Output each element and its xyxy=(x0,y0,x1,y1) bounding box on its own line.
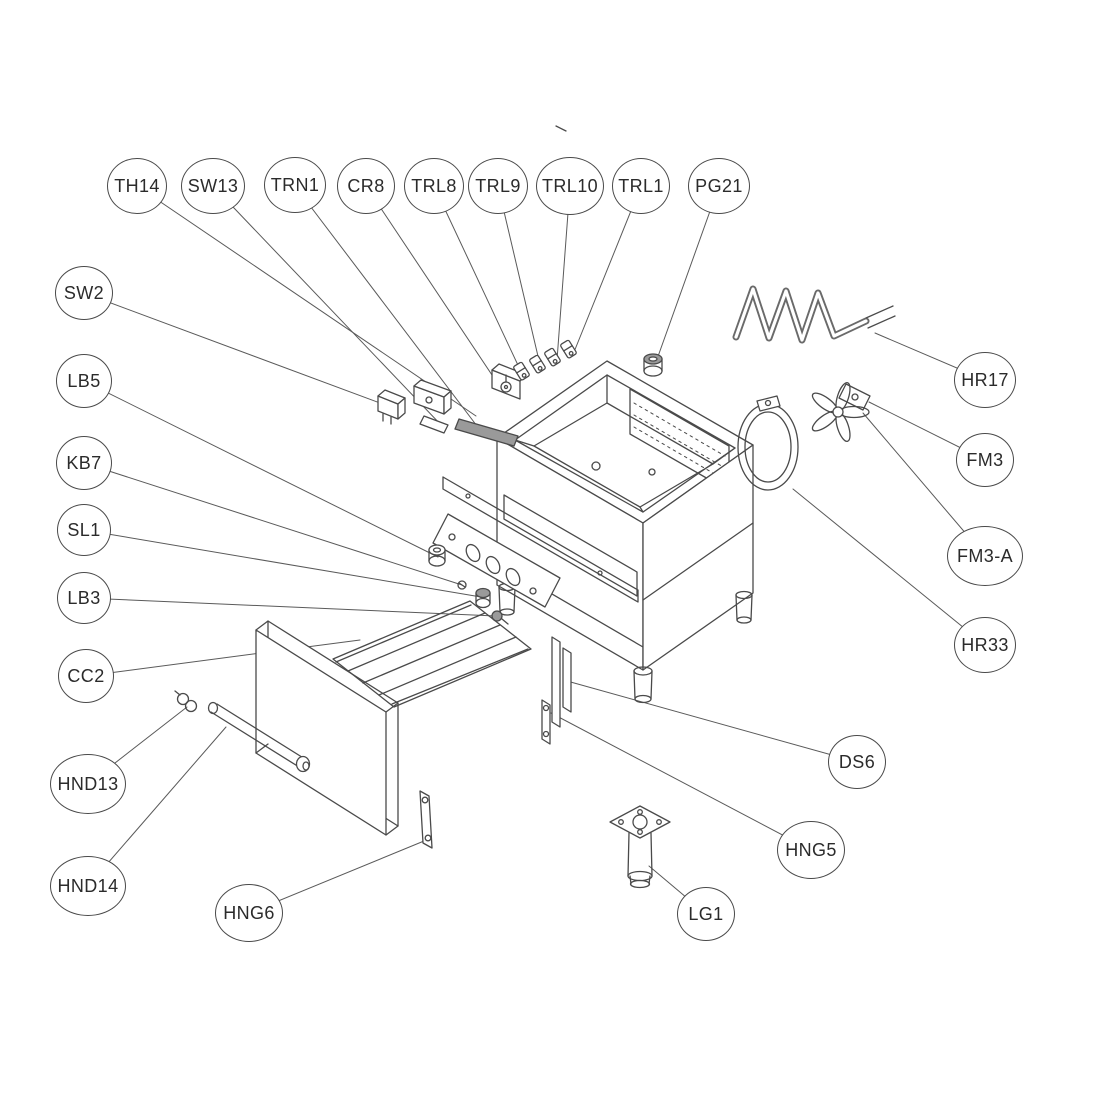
callout-fm3-a[interactable]: FM3-A xyxy=(947,526,1023,586)
callout-trl10[interactable]: TRL10 xyxy=(536,157,604,215)
leg-lg1 xyxy=(609,805,671,889)
cable-gland-pg21 xyxy=(643,353,663,377)
callout-hr17[interactable]: HR17 xyxy=(954,352,1016,408)
callout-hnd13[interactable]: HND13 xyxy=(50,754,126,814)
callout-sw2[interactable]: SW2 xyxy=(55,266,113,320)
callout-ds6[interactable]: DS6 xyxy=(828,735,886,789)
door-side-rails xyxy=(551,636,572,728)
callout-trl8[interactable]: TRL8 xyxy=(404,158,464,214)
callout-cc2[interactable]: CC2 xyxy=(58,649,114,703)
handle-end-bracket xyxy=(174,690,198,713)
switch-sw2 xyxy=(377,389,406,425)
rail-clip-trl1 xyxy=(560,339,577,359)
control-panel-plate xyxy=(432,513,561,608)
callout-kb7[interactable]: KB7 xyxy=(56,436,112,490)
knob-lb3 xyxy=(491,610,509,625)
fan-blade xyxy=(811,381,871,443)
callout-lb5[interactable]: LB5 xyxy=(56,354,112,408)
callout-sw13[interactable]: SW13 xyxy=(181,158,245,214)
rail-clip-trl9 xyxy=(529,354,546,374)
callout-lb3[interactable]: LB3 xyxy=(57,572,111,624)
hinge-hng6 xyxy=(419,790,433,849)
thermostat-cr8 xyxy=(491,363,528,400)
callout-hnd14[interactable]: HND14 xyxy=(50,856,126,916)
hinge-hng5 xyxy=(541,699,551,745)
callout-sl1[interactable]: SL1 xyxy=(57,504,111,556)
wire-rack xyxy=(332,600,532,708)
heating-element xyxy=(732,285,896,344)
callout-cr8[interactable]: CR8 xyxy=(337,158,395,214)
cabinet-body xyxy=(496,360,754,704)
rail-clip-trl10 xyxy=(544,347,561,367)
callout-lg1[interactable]: LG1 xyxy=(677,887,735,941)
handle-bar xyxy=(207,701,311,773)
callout-pg21[interactable]: PG21 xyxy=(688,158,750,214)
knob-lb5 xyxy=(428,544,446,567)
gasket-ring xyxy=(737,395,799,491)
knob-sl1 xyxy=(475,587,491,609)
door-panel xyxy=(255,620,399,836)
callout-hng6[interactable]: HNG6 xyxy=(215,884,283,942)
front-rail xyxy=(442,476,639,603)
registration-mark xyxy=(555,125,567,132)
rail-clip-trl8 xyxy=(513,361,530,381)
callout-hr33[interactable]: HR33 xyxy=(954,617,1016,673)
callout-th14[interactable]: TH14 xyxy=(107,158,167,214)
callout-trl9[interactable]: TRL9 xyxy=(468,158,528,214)
screw-kb7 xyxy=(457,580,467,590)
leader-lines xyxy=(83,185,986,915)
trim-strip-trn1 xyxy=(454,418,519,447)
thermostat-th14 xyxy=(413,379,452,434)
callout-trl1[interactable]: TRL1 xyxy=(612,158,670,214)
callout-hng5[interactable]: HNG5 xyxy=(777,821,845,879)
callout-trn1[interactable]: TRN1 xyxy=(264,157,326,213)
callout-fm3[interactable]: FM3 xyxy=(956,433,1014,487)
